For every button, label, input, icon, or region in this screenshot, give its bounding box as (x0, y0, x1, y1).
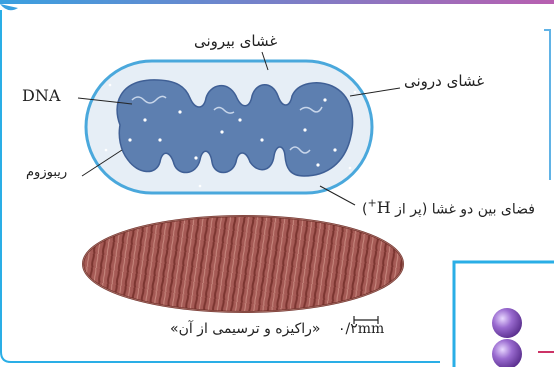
matrix-cristae (117, 80, 352, 176)
figure-caption: «راکیزه و ترسیمی از آن» (170, 322, 320, 336)
h-ion: H+ (367, 198, 390, 217)
intermembrane-space-label: فضای بین دو غشا (پر از H+) (362, 198, 535, 216)
corner-panel (454, 262, 554, 367)
mitochondrion-diagram (78, 52, 400, 205)
mitochondrion-micrograph (83, 216, 403, 312)
scale-value: ۰/۲ (338, 321, 358, 337)
intermembrane-space-text: فضای بین دو غشا (پر از (395, 201, 535, 217)
dna-label: DNA (22, 88, 60, 104)
ribosome-label: ریبوزوم (26, 166, 67, 179)
purple-bullet-icon (492, 308, 522, 338)
outer-membrane-label: غشای بیرونی (194, 34, 277, 49)
scale-bar-label: ۰/۲mm (338, 322, 384, 336)
scale-unit: mm (358, 321, 385, 337)
h-ion-symbol: H (377, 198, 391, 217)
inner-membrane-label: غشای درونی (404, 74, 484, 89)
h-ion-charge: + (367, 197, 376, 210)
